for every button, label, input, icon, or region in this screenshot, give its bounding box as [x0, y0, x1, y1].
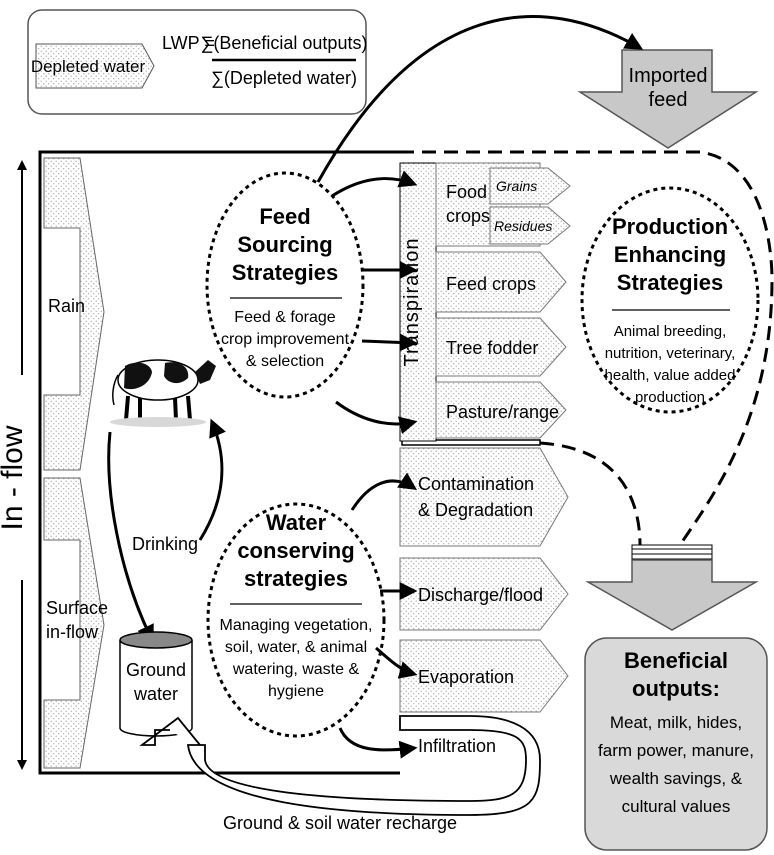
water-conserving-body-4: hygiene — [268, 683, 324, 700]
water-conserving-body-3: watering, waste & — [232, 661, 360, 678]
ground-water-line1: Ground — [126, 660, 186, 680]
beneficial-body-4: cultural values — [622, 797, 731, 816]
legend-box: Depleted water LWP = ∑(Beneficial output… — [27, 9, 368, 115]
boundary-dashed-right — [400, 150, 774, 546]
surface-inflow-line1: Surface — [46, 598, 108, 618]
contamination-line2: & Degradation — [418, 500, 533, 520]
feed-sourcing-circle: Feed Sourcing Strategies Feed & forage c… — [205, 171, 365, 399]
contamination-arrow — [399, 447, 569, 547]
cow-to-groundwater-arrow — [107, 431, 154, 644]
lwp-formula-lhs: LWP = — [162, 33, 215, 53]
feed-sourcing-body-3: & selection — [246, 353, 324, 370]
production-body-3: health, value added — [605, 367, 736, 384]
feed-sourcing-body-1: Feed & forage — [234, 309, 336, 326]
residues-arrow — [489, 206, 571, 245]
feed-crops-arrow — [435, 251, 567, 313]
food-crops-line2: crops — [446, 206, 490, 226]
rain-arrow: Rain — [43, 157, 105, 471]
water-conserving-title-3: strategies — [244, 566, 348, 591]
lwp-formula-numerator: ∑(Beneficial outputs) — [201, 33, 368, 53]
water-conserving-circle: Water conserving strategies Managing veg… — [206, 502, 386, 738]
outputs-down-arrow — [585, 544, 759, 631]
evaporation-label: Evaporation — [418, 667, 514, 687]
production-enhancing-circle: Production Enhancing Strategies Animal b… — [580, 186, 760, 414]
food-crops-line1: Food — [446, 182, 487, 202]
production-title-3: Strategies — [617, 270, 723, 295]
discharge-label: Discharge/flood — [418, 585, 543, 605]
surface-inflow-arrow: Surface in-flow — [43, 477, 108, 769]
feed-sourcing-body-2: crop improvement — [221, 331, 350, 348]
surface-inflow-line2: in-flow — [46, 622, 99, 642]
beneficial-outputs-box: Beneficial outputs: Meat, milk, hides, f… — [584, 637, 768, 851]
recharge-loop-arrow — [139, 715, 541, 816]
production-body-2: nutrition, veterinary, — [605, 345, 736, 362]
feed-sourcing-title-1: Feed — [259, 204, 310, 229]
boundary-dashed-inner — [539, 441, 642, 546]
discharge-arrow — [399, 557, 569, 631]
arrow-to-contamination — [350, 472, 417, 511]
transpiration-block: Transpiration Food crops Grains Residues… — [399, 162, 571, 442]
arrow-to-tree-fodder — [361, 333, 418, 352]
arrow-to-food-crops — [331, 170, 418, 198]
imported-feed-line2: feed — [649, 89, 688, 111]
depleted-water-symbol — [35, 43, 155, 89]
beneficial-body-3: wealth savings, & — [609, 769, 743, 788]
inflow-bracket: In - flow — [0, 160, 29, 770]
arrow-to-infiltration — [338, 727, 418, 759]
ground-water-cylinder: Ground water — [119, 631, 193, 737]
cow-illustration — [110, 359, 216, 427]
rain-label: Rain — [48, 296, 85, 316]
beneficial-title-1: Beneficial — [624, 648, 728, 673]
tree-fodder-arrow — [435, 317, 567, 377]
evaporation-arrow — [399, 639, 569, 713]
transpiration-label: Transpiration — [401, 238, 423, 367]
feed-sourcing-title-3: Strategies — [232, 260, 338, 285]
water-conserving-body-1: Managing vegetation, — [220, 617, 373, 634]
production-title-2: Enhancing — [614, 242, 726, 267]
pasture-arrow — [435, 381, 567, 439]
production-body-1: Animal breeding, — [614, 323, 727, 340]
arrow-to-evaporation — [375, 646, 418, 679]
system-boundary — [38, 150, 400, 775]
imported-feed-line1: Imported — [629, 65, 708, 87]
arrow-to-pasture — [335, 400, 418, 435]
imported-feed-arrow: Imported feed — [577, 49, 759, 149]
drinking-label: Drinking — [132, 534, 198, 554]
contamination-line1: Contamination — [418, 474, 534, 494]
lwp-formula-denominator: ∑(Depleted water) — [211, 68, 357, 88]
beneficial-title-2: outputs: — [632, 676, 720, 701]
beneficial-body-2: farm power, manure, — [598, 741, 754, 760]
depleted-water-label: Depleted water — [31, 57, 146, 76]
ground-water-line2: water — [133, 684, 178, 704]
water-conserving-title-2: conserving — [237, 538, 354, 563]
tree-fodder-label: Tree fodder — [446, 338, 538, 358]
grains-label: Grains — [496, 178, 537, 194]
beneficial-body-1: Meat, milk, hides, — [610, 713, 742, 732]
pasture-label: Pasture/range — [446, 402, 559, 422]
water-conserving-body-2: soil, water, & animal — [225, 639, 367, 656]
infiltration-label: Infiltration — [418, 736, 496, 756]
feed-sourcing-title-2: Sourcing — [237, 232, 332, 257]
drinking-arrow — [198, 418, 226, 541]
residues-label: Residues — [494, 218, 552, 234]
grains-arrow — [489, 167, 571, 205]
feed-crops-label: Feed crops — [446, 274, 536, 294]
water-conserving-title-1: Water — [266, 510, 327, 535]
inflow-label: In - flow — [0, 425, 29, 530]
imported-feed-curve-arrow — [316, 15, 644, 183]
production-title-1: Production — [612, 214, 728, 239]
recharge-label: Ground & soil water recharge — [223, 813, 457, 833]
production-body-4: production — [635, 389, 705, 406]
transpiration-separator — [401, 439, 541, 446]
